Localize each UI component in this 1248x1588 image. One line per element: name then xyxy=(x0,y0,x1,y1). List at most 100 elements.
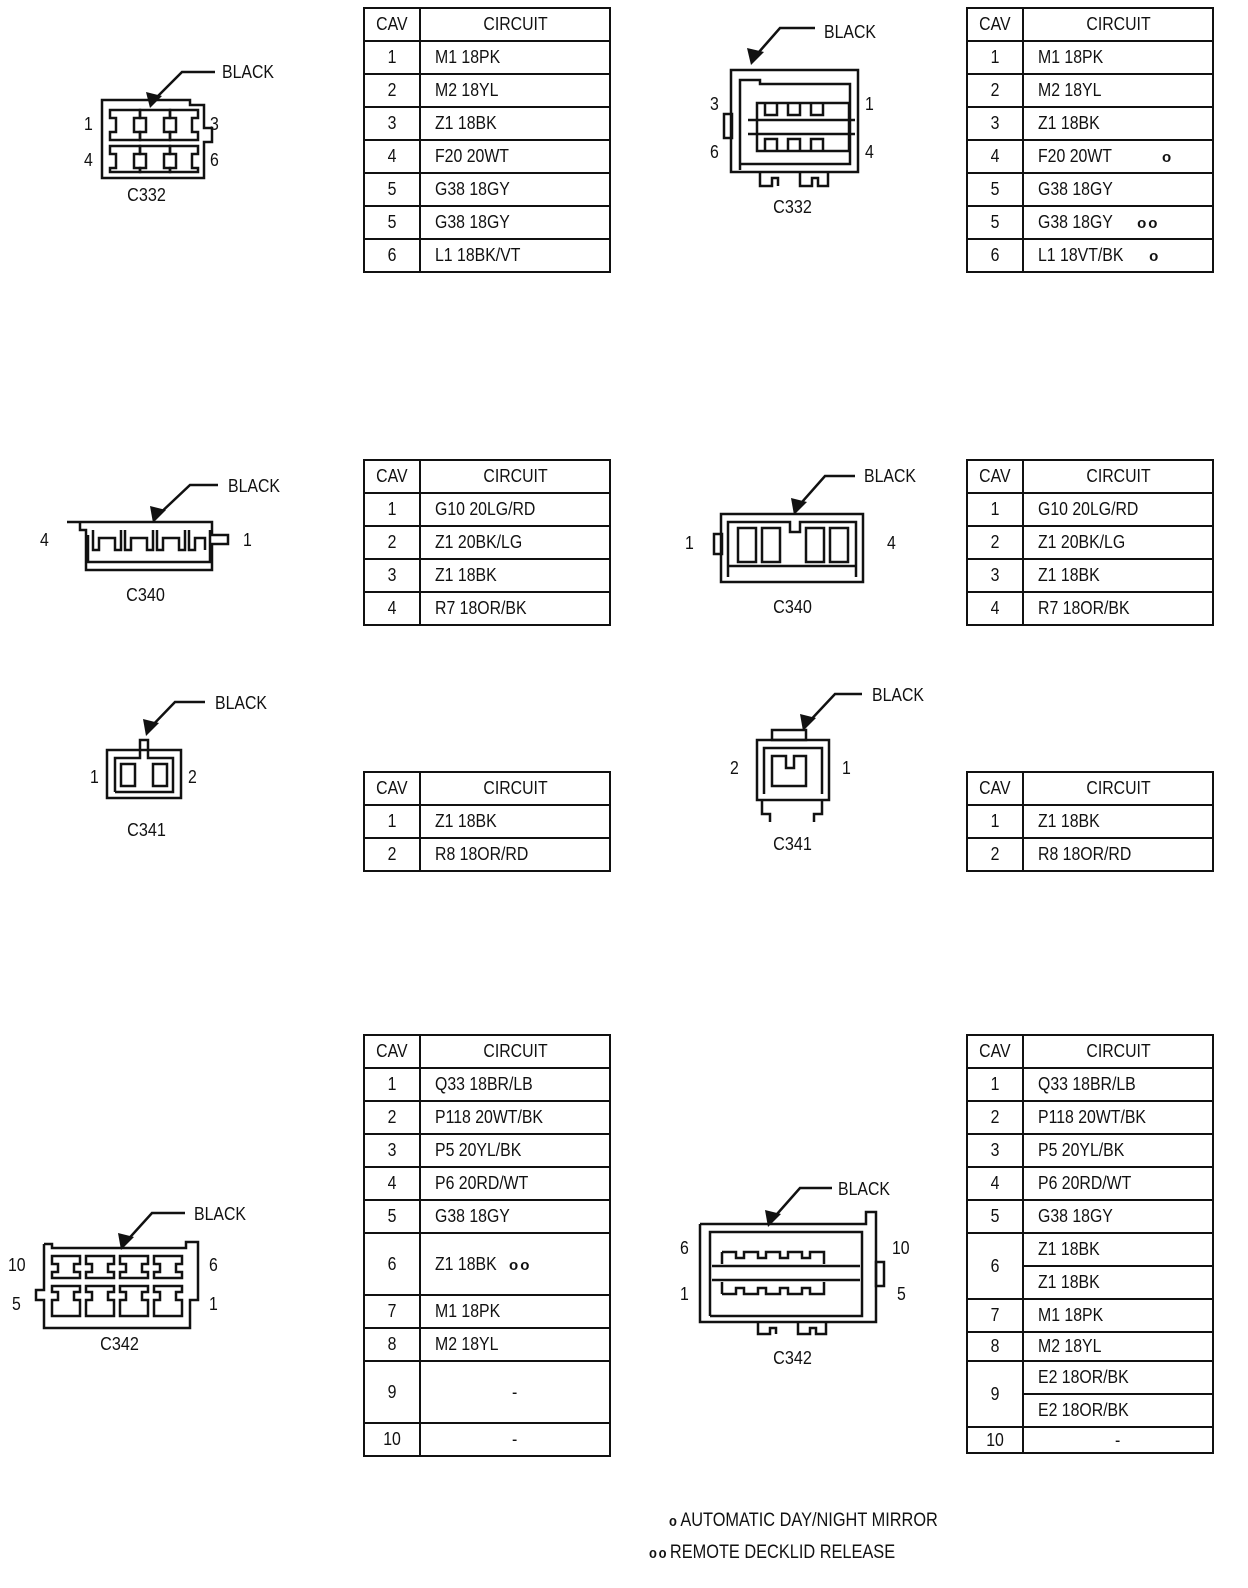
cav-number: 1 xyxy=(990,1074,1000,1094)
circuit-value: Z1 18BK xyxy=(1038,1272,1100,1292)
c342-left-connector-name: C342 xyxy=(100,1334,139,1354)
c332-left-pin-label: 6 xyxy=(210,150,219,170)
table-row: 9 E2 18OR/BK E2 18OR/BK xyxy=(966,1360,1214,1428)
cav-header: CAV xyxy=(979,466,1011,486)
circuit-value: Z1 18BK xyxy=(1038,1239,1100,1259)
circuit-value: G38 18GY xyxy=(1038,179,1113,199)
circuit-value: P6 20RD/WT xyxy=(1038,1173,1132,1193)
c342-right-pin-label: 10 xyxy=(892,1238,910,1258)
cav-number: 3 xyxy=(387,113,397,133)
cav-number: 2 xyxy=(387,1107,397,1127)
circuit-header: CIRCUIT xyxy=(482,14,548,34)
circuit-value: L1 18VT/BK xyxy=(1038,245,1124,265)
c340-right-pin-label: 1 xyxy=(685,533,694,553)
legend-text: REMOTE DECKLID RELEASE xyxy=(669,1542,896,1563)
circuit-value: Z1 20BK/LG xyxy=(435,532,523,552)
c341-left-pin-label: 1 xyxy=(90,767,99,787)
cav-number: 2 xyxy=(387,80,397,100)
mirror-marker-icon: o xyxy=(1162,149,1174,166)
circuit-value: E2 18OR/BK xyxy=(1038,1367,1129,1387)
table-row: 6 L1 18BK/VT xyxy=(363,238,611,273)
c342-left-pin-label: 6 xyxy=(209,1255,218,1275)
c341-right-pin-label: 2 xyxy=(730,758,739,778)
circuit-value: Z1 18BK xyxy=(435,565,497,585)
c340-right-pin-label: 4 xyxy=(887,533,896,553)
cav-number: 2 xyxy=(990,1107,1000,1127)
table-row: 5 G38 18GY xyxy=(966,172,1214,207)
cav-header: CAV xyxy=(376,14,408,34)
cav-number: 5 xyxy=(387,212,397,232)
c340-right-connector-name: C340 xyxy=(773,597,812,617)
cav-number: 6 xyxy=(387,245,397,265)
decklid-marker-icon: oo xyxy=(1137,215,1160,232)
cav-number: 10 xyxy=(383,1429,401,1449)
cav-number: 3 xyxy=(990,113,1000,133)
circuit-value: L1 18BK/VT xyxy=(435,245,521,265)
table-row: 9- xyxy=(363,1360,611,1424)
cav-header: CAV xyxy=(979,14,1011,34)
cav-number: 10 xyxy=(986,1429,1004,1450)
cav-number: 2 xyxy=(990,80,1000,100)
cav-number: 4 xyxy=(387,146,397,166)
c342-right-pin-label: 6 xyxy=(680,1238,689,1258)
c332-left-black-label: BLACK xyxy=(222,62,274,82)
table-row: 6 Z1 18BK Z1 18BK xyxy=(966,1232,1214,1300)
cav-number: 6 xyxy=(990,1255,1000,1276)
circuit-header: CIRCUIT xyxy=(1085,1041,1151,1061)
circuit-value: P118 20WT/BK xyxy=(435,1107,544,1127)
circuit-value: Z1 18BK xyxy=(435,811,497,831)
c341-left-black-label: BLACK xyxy=(215,693,267,713)
c342-right-pin-label: 5 xyxy=(897,1284,906,1304)
circuit-value: M1 18PK xyxy=(435,47,501,67)
cav-number: 5 xyxy=(387,1206,397,1226)
circuit-header: CIRCUIT xyxy=(482,466,548,486)
circuit-value: - xyxy=(512,1429,518,1449)
cav-number: 1 xyxy=(990,811,1000,831)
circuit-value: R8 18OR/RD xyxy=(435,844,529,864)
cav-number: 4 xyxy=(387,598,397,618)
c342-left-pin-label: 5 xyxy=(12,1294,21,1314)
cav-number: 5 xyxy=(990,179,1000,199)
circuit-value: P6 20RD/WT xyxy=(435,1173,529,1193)
circuit-value: Z1 18BK xyxy=(435,1253,497,1274)
cav-number: 5 xyxy=(387,179,397,199)
c341-right-pin-label: 1 xyxy=(842,758,851,778)
cav-number: 4 xyxy=(990,146,1000,166)
table-row: 1 Q33 18BR/LB xyxy=(966,1067,1214,1102)
circuit-header: CIRCUIT xyxy=(482,778,548,798)
cav-number: 8 xyxy=(990,1336,1000,1356)
c341-right-connector-name: C341 xyxy=(773,834,812,854)
circuit-value: - xyxy=(512,1381,518,1402)
cav-number: 1 xyxy=(387,1074,397,1094)
cav-number: 2 xyxy=(990,532,1000,552)
table-row: 2 P118 20WT/BK xyxy=(363,1100,611,1135)
circuit-value: Q33 18BR/LB xyxy=(1038,1074,1136,1094)
c332-right-pin-label: 6 xyxy=(710,142,719,162)
c341-right-black-label: BLACK xyxy=(872,685,924,705)
cav-number: 4 xyxy=(387,1173,397,1193)
circuit-value: R7 18OR/BK xyxy=(1038,598,1130,618)
circuit-value: P5 20YL/BK xyxy=(1038,1140,1125,1160)
cav-number: 2 xyxy=(387,532,397,552)
